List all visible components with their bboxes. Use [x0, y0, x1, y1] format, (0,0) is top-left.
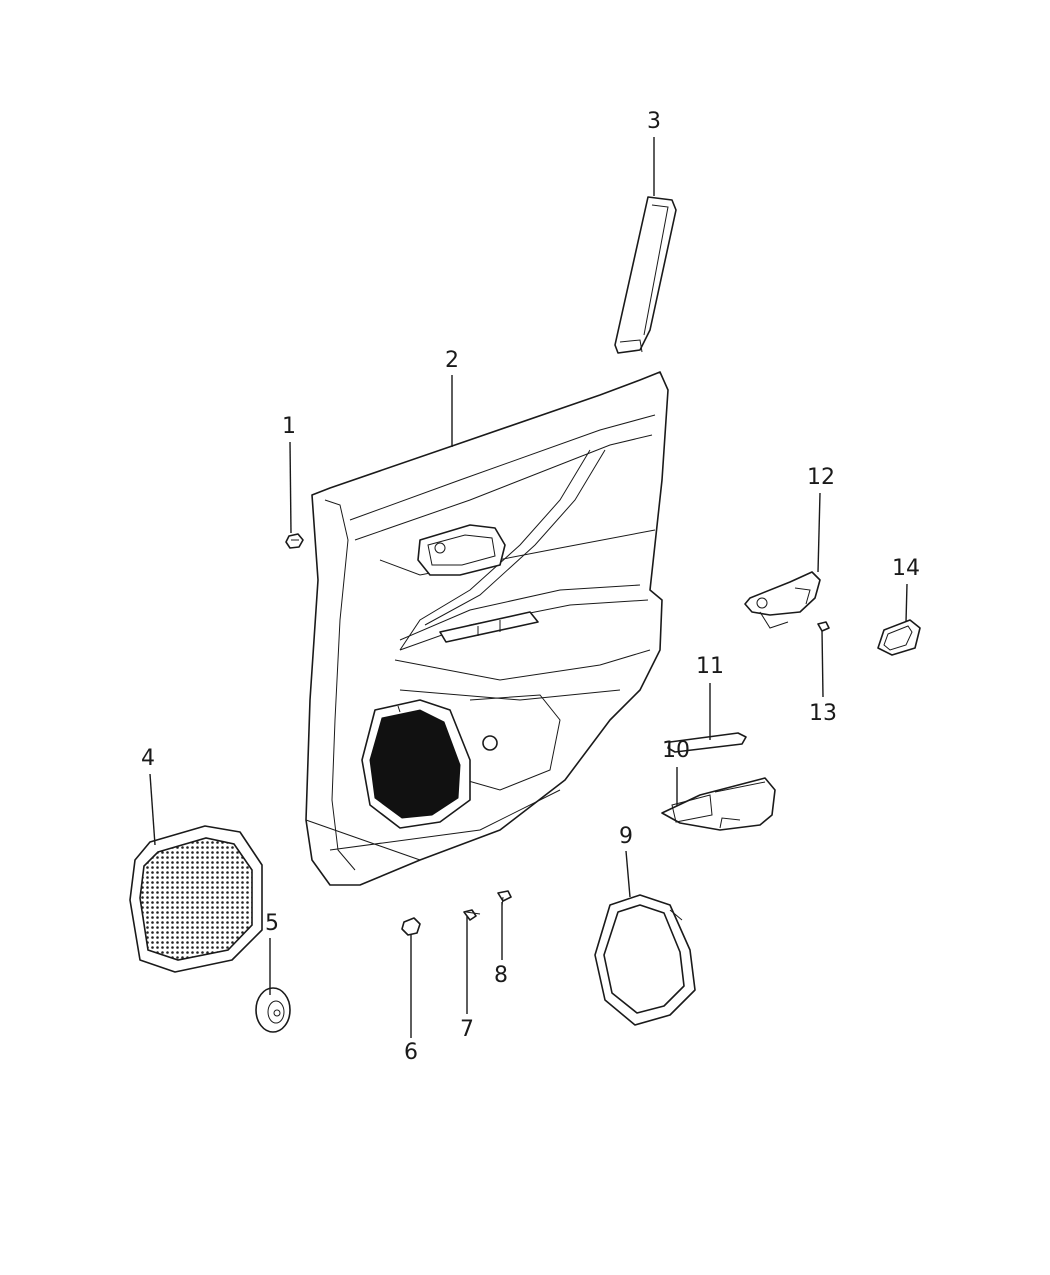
callout-11: 11: [696, 654, 724, 679]
callout-1: 1: [282, 414, 296, 439]
part-10-switch-bezel: [661, 777, 776, 831]
part-7-screw: [463, 909, 481, 921]
part-14-handle-bezel: [877, 619, 921, 656]
part-11-switch-insert: [667, 732, 747, 753]
callout-9: 9: [619, 824, 633, 849]
part-5-speaker: [255, 987, 291, 1033]
callout-2: 2: [445, 348, 459, 373]
part-6-fastener: [401, 917, 421, 936]
part-12-inside-handle: [744, 571, 821, 629]
callout-labels: 1 2 3 4 5 6 7 8 9 10 11 12 13 14: [141, 109, 920, 1065]
part-2-door-trim-panel: [305, 371, 669, 886]
callout-3: 3: [647, 109, 661, 134]
part-9-speaker-bezel: [594, 894, 696, 1026]
callout-12: 12: [807, 465, 835, 490]
callout-8: 8: [494, 963, 508, 988]
callout-10: 10: [662, 738, 690, 763]
leader-12: [817, 492, 821, 573]
part-8-screw: [497, 890, 512, 907]
leader-1: [289, 441, 292, 534]
callout-5: 5: [265, 911, 279, 936]
part-3-upper-trim: [614, 196, 677, 354]
leader-13: [821, 629, 824, 698]
callout-4: 4: [141, 746, 155, 771]
part-4-speaker-grille: [129, 825, 263, 973]
part-1-clip: [285, 533, 304, 549]
callout-13: 13: [809, 701, 837, 726]
part-13-screw: [817, 621, 830, 632]
callout-7: 7: [460, 1017, 474, 1042]
leader-9: [625, 850, 631, 898]
callout-14: 14: [892, 556, 920, 581]
leader-4: [149, 773, 156, 846]
leader-14: [905, 583, 908, 623]
callout-6: 6: [404, 1040, 418, 1065]
leader-lines: [149, 137, 908, 1038]
